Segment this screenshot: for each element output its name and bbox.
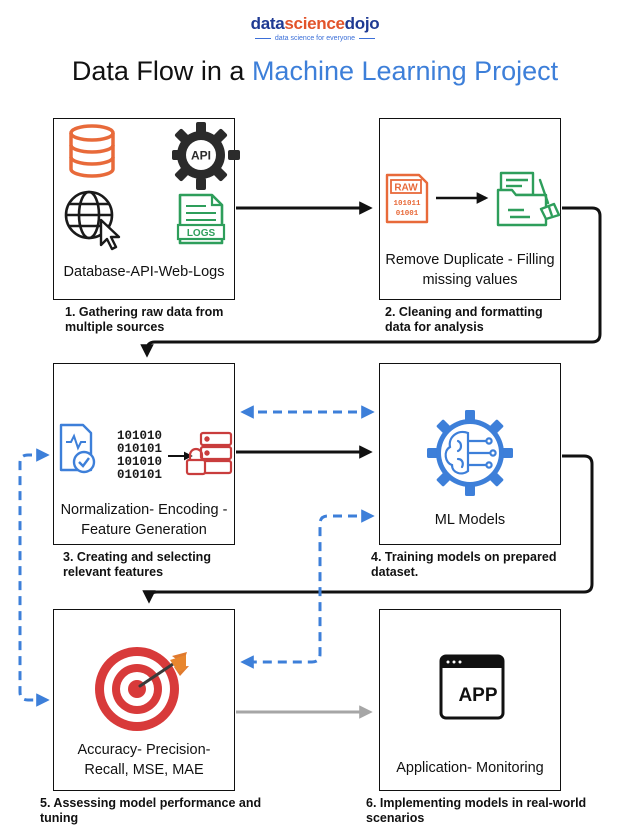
raw-bits-line-1: 101011 bbox=[393, 200, 421, 208]
stage-box-models: ML Models bbox=[379, 363, 561, 545]
brand-logo-part3: dojo bbox=[344, 14, 380, 33]
stage-box-text: Database-API-Web-Logs bbox=[63, 264, 225, 280]
target-arrow-icon bbox=[95, 647, 189, 731]
app-window-icon: APP bbox=[439, 654, 505, 720]
feedback-arrow-features-evaluation bbox=[18, 448, 50, 707]
verified-document-icon bbox=[59, 423, 96, 474]
stage-caption-5: 5. Assessing model performance and tunin… bbox=[40, 796, 262, 825]
stage-caption-4: 4. Training models on prepared dataset. bbox=[371, 550, 557, 579]
stage-caption-1: 1. Gathering raw data from multiple sour… bbox=[65, 305, 224, 334]
database-icon bbox=[69, 124, 115, 178]
brand-logo-part2: science bbox=[284, 14, 345, 33]
title-highlight: Machine Learning Project bbox=[251, 56, 559, 86]
brand-tagline: data science for everyone bbox=[0, 35, 630, 42]
binary-row-1: 101010 bbox=[117, 429, 162, 443]
raw-bits-line-2: 01001 bbox=[396, 210, 419, 218]
raw-label: RAW bbox=[394, 183, 418, 194]
ai-brain-gear-icon bbox=[427, 410, 513, 496]
logs-document-icon: LOGS bbox=[176, 193, 226, 245]
binary-row-2: 010101 bbox=[117, 442, 162, 456]
binary-row-4: 010101 bbox=[117, 468, 162, 482]
stage-caption-3: 3. Creating and selecting relevant featu… bbox=[63, 550, 211, 579]
cleaning-folder-icon bbox=[496, 171, 561, 227]
binary-row-3: 101010 bbox=[117, 455, 162, 469]
flow-arrow-2-to-3 bbox=[140, 206, 602, 358]
secure-server-icon bbox=[185, 431, 233, 476]
globe-cursor-icon bbox=[64, 190, 121, 251]
brand-logo: datasciencedojo data science for everyon… bbox=[0, 14, 630, 42]
stage-caption-6: 6. Implementing models in real-world sce… bbox=[366, 796, 587, 825]
stage-box-text: Application- Monitoring bbox=[396, 760, 544, 776]
stage-box-text: ML Models bbox=[434, 512, 506, 528]
app-label: APP bbox=[458, 685, 497, 706]
logs-label: LOGS bbox=[187, 228, 216, 239]
api-gear-icon: API bbox=[172, 122, 240, 190]
stage-box-text: Normalization- Encoding -Feature Generat… bbox=[60, 502, 228, 538]
raw-data-icon: RAW 101011 01001 bbox=[385, 173, 429, 224]
stage-box-text: Accuracy- Precision- Recall, MSE, MAE bbox=[77, 742, 211, 778]
brand-logo-text: datasciencedojo bbox=[0, 14, 630, 34]
stage-caption-2: 2. Cleaning and formatting data for anal… bbox=[385, 305, 543, 334]
feedback-arrow-models-evaluation bbox=[240, 509, 375, 669]
brand-logo-part1: data bbox=[250, 14, 285, 33]
stage-box-text: Remove Duplicate - Filling missing value… bbox=[385, 252, 555, 288]
binary-data-icon: 101010 010101 101010 010101 bbox=[117, 429, 162, 482]
api-label: API bbox=[191, 149, 211, 163]
flow-arrow-4-to-5 bbox=[142, 454, 594, 604]
page-title: Data Flow in a Machine Learning Project bbox=[0, 56, 630, 87]
title-prefix: Data Flow in a bbox=[71, 56, 252, 86]
